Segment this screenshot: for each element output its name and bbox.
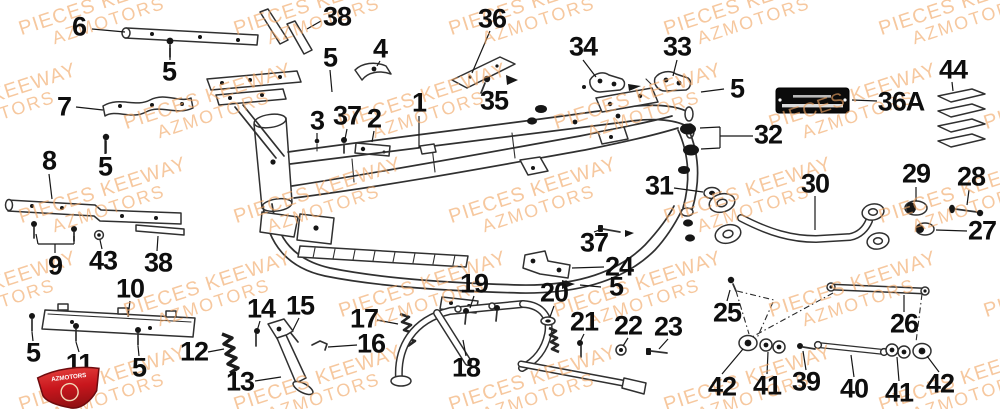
- bracket-6-part: [121, 27, 259, 46]
- floor-panel-10-part: [41, 303, 196, 338]
- bushing-27-part: [915, 222, 935, 236]
- washer-22-part: [615, 344, 627, 356]
- side-stand-13-part: [267, 318, 314, 396]
- bushings-32-part: [680, 123, 753, 156]
- bracket-7-part: [102, 96, 194, 117]
- bracket-4-part: [354, 62, 392, 81]
- bolt-25-part: [727, 276, 775, 339]
- bolt-5-under7-part: [102, 133, 110, 154]
- logo-text: AZMOTORS: [51, 372, 87, 383]
- bolts-19-part: [463, 305, 500, 325]
- bolt-11-part: [73, 323, 79, 342]
- rod-26-part: [751, 282, 930, 343]
- latch-34-part: [582, 72, 626, 93]
- bushing-29-part: [904, 200, 928, 216]
- rail-8-part: [4, 198, 182, 225]
- linkage-row-part: [738, 334, 932, 360]
- leader-lines: [31, 20, 970, 382]
- rods-38-top-part: [259, 8, 313, 55]
- latch-33-part: [628, 70, 692, 92]
- bolt-5-near24-part: [562, 280, 575, 289]
- bolt-28-part: [949, 204, 984, 217]
- shim-stack-44-part: [937, 88, 986, 148]
- bolt-37b-part: [598, 225, 634, 237]
- bolt-5-c-part: [135, 327, 141, 346]
- washer-spring-20-part: [540, 316, 560, 354]
- link-arm-30-part: [708, 192, 890, 250]
- bolt-35-part: [480, 75, 518, 94]
- bolts-9-part: [31, 221, 77, 242]
- bracket-24-part: [522, 250, 571, 279]
- plate-36-part: [451, 56, 516, 89]
- spring-12-part: [221, 332, 240, 375]
- center-stand-18-part: [390, 300, 647, 395]
- vin-plate-36a-part: [775, 87, 850, 114]
- main-frame-part: [206, 70, 699, 314]
- bolt-5-bl-part: [29, 313, 35, 332]
- bolt-23-part: [646, 348, 668, 355]
- azmotors-shield-logo: AZMOTORS: [36, 366, 100, 409]
- washer-43-part: [93, 229, 105, 241]
- pin-16-part: [311, 340, 328, 351]
- rod-38b-part: [135, 224, 185, 236]
- bolt-21-part: [577, 340, 583, 358]
